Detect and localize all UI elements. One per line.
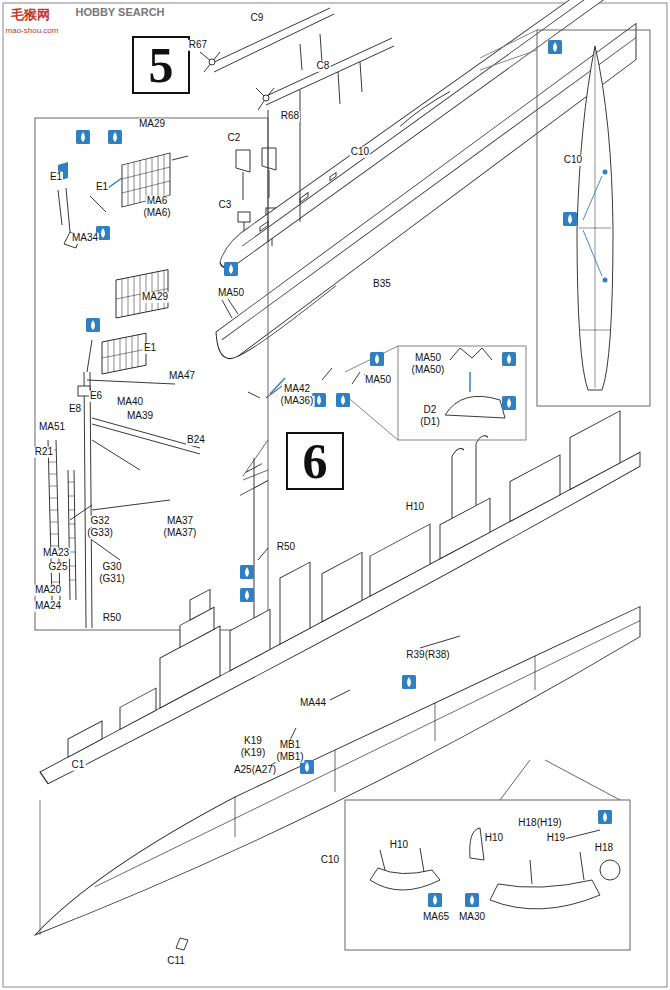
part-label: R67 <box>188 40 208 51</box>
watermark: 毛猴网 <box>10 8 51 22</box>
part-label: G25 <box>48 562 69 573</box>
part-label: H10 <box>484 833 504 844</box>
part-label: (MA6) <box>142 208 171 219</box>
part-label: MA34 <box>71 233 99 244</box>
part-label: MA42 <box>283 384 311 395</box>
part-label: E1 <box>143 343 157 354</box>
part-label: E8 <box>68 404 82 415</box>
part-label: R50 <box>276 542 296 553</box>
part-label: K19 <box>243 736 263 747</box>
part-label: G30 <box>102 562 123 573</box>
part-label: MA23 <box>42 548 70 559</box>
part-label: MA37 <box>166 516 194 527</box>
part-label: (G33) <box>86 528 114 539</box>
part-label: E1 <box>49 172 63 183</box>
part-label: H10 <box>405 502 425 513</box>
part-label: MA39 <box>126 411 154 422</box>
part-label: MB1 <box>279 740 302 751</box>
part-label: (D1) <box>419 417 440 428</box>
part-label: (K19) <box>240 748 266 759</box>
part-label: C9 <box>250 13 265 24</box>
part-label: C1 <box>71 760 86 771</box>
part-label: C2 <box>227 133 242 144</box>
part-label: C11 <box>166 956 186 967</box>
part-label: H19 <box>546 833 566 844</box>
part-label: (G31) <box>98 574 126 585</box>
part-label: (MA50) <box>411 365 446 376</box>
part-label: R50 <box>102 613 122 624</box>
part-label: H18(H19) <box>517 818 562 829</box>
part-label: (MA37) <box>163 528 198 539</box>
part-label: H18 <box>594 843 614 854</box>
part-label: MA6 <box>146 196 169 207</box>
part-label: MA50 <box>217 288 245 299</box>
step-number: 5 <box>149 40 174 90</box>
step-number-box: 5 <box>132 36 190 94</box>
watermark: mao-shou.com <box>5 27 60 35</box>
part-label: B24 <box>186 435 206 446</box>
part-label: MA30 <box>458 912 486 923</box>
part-label: A25(A27) <box>233 765 277 776</box>
part-label: C10 <box>350 147 370 158</box>
part-label: MA44 <box>299 698 327 709</box>
part-label: (MB1) <box>275 752 304 763</box>
part-label: R68 <box>280 111 300 122</box>
part-label: C8 <box>316 61 331 72</box>
part-label: C10 <box>563 155 583 166</box>
part-label: MA20 <box>34 585 62 596</box>
step-number: 6 <box>303 436 328 486</box>
part-label: MA50 <box>414 353 442 364</box>
part-label: MA40 <box>116 397 144 408</box>
part-label: MA47 <box>168 371 196 382</box>
part-label: MA29 <box>138 119 166 130</box>
step-number-box: 6 <box>286 432 344 490</box>
part-label: MA24 <box>34 601 62 612</box>
part-label: H10 <box>389 840 409 851</box>
part-label: D2 <box>423 405 438 416</box>
part-label: C10 <box>320 855 340 866</box>
watermark: HOBBY SEARCH <box>74 7 165 19</box>
part-label: MA65 <box>422 912 450 923</box>
part-label: C3 <box>218 200 233 211</box>
part-label: (MA36) <box>280 396 315 407</box>
part-label: E6 <box>89 391 103 402</box>
part-label: R21 <box>34 447 54 458</box>
part-label: B35 <box>372 279 392 290</box>
part-label: R39(R38) <box>405 650 450 661</box>
part-label: E1 <box>95 182 109 193</box>
part-label: MA51 <box>38 422 66 433</box>
part-label: MA29 <box>141 292 169 303</box>
part-label: MA50 <box>364 375 392 386</box>
part-label: G32 <box>90 516 111 527</box>
